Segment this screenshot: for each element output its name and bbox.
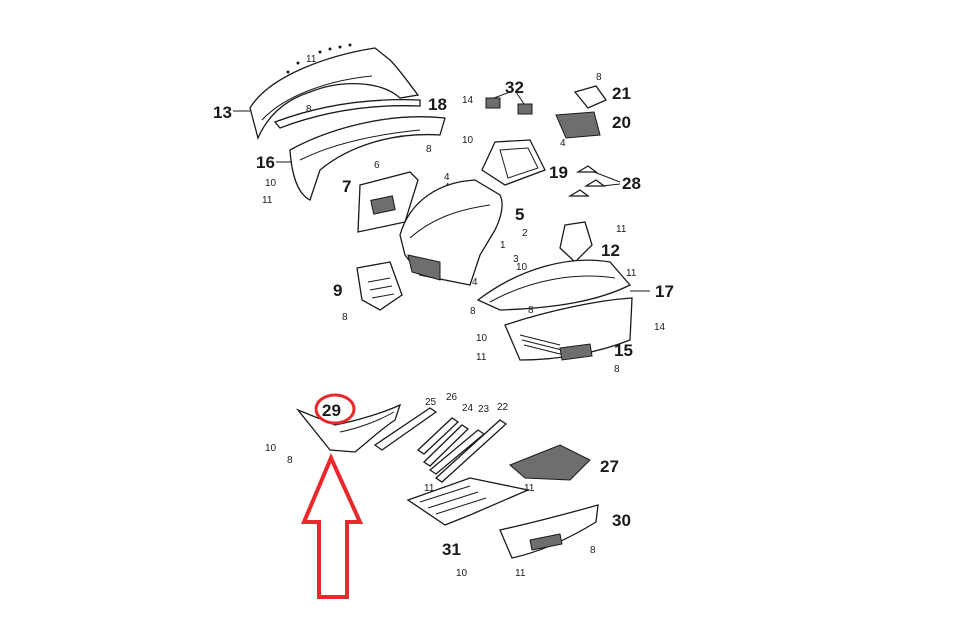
part-19-shape: [481, 139, 546, 186]
label-11d: 11: [626, 268, 637, 279]
label-11e: 11: [476, 352, 487, 363]
part-16-shape: [289, 116, 446, 201]
label-8d: 8: [596, 72, 602, 83]
label-28: 28: [622, 174, 641, 193]
label-8f: 8: [614, 364, 620, 375]
label-24: 24: [462, 403, 474, 414]
label-10e: 10: [265, 443, 277, 454]
label-18: 18: [428, 95, 447, 114]
part-13-shape: [249, 47, 420, 140]
label-7: 7: [342, 177, 351, 196]
label-32: 32: [505, 78, 524, 97]
label-10c: 10: [516, 262, 528, 273]
part-20-shape: [555, 111, 601, 139]
label-23: 23: [478, 404, 490, 415]
part-18-shape: [273, 99, 421, 129]
label-9: 9: [333, 281, 342, 300]
part-12-shape: [559, 221, 593, 263]
part-9-shape: [356, 261, 403, 311]
label-8a: 8: [306, 104, 312, 115]
part-28-shape: [567, 165, 621, 197]
label-12: 12: [601, 241, 620, 260]
part-30-shape: [499, 504, 599, 559]
label-19: 19: [549, 163, 568, 182]
label-15: 15: [614, 341, 633, 360]
part-27-shape: [509, 444, 591, 481]
label-11c: 11: [616, 224, 627, 235]
label-4e: 11: [524, 483, 535, 494]
label-5: 5: [515, 205, 524, 224]
label-10f: 10: [456, 568, 468, 579]
label-10b: 10: [462, 135, 474, 146]
part-31-shape: [406, 477, 531, 526]
label-31: 31: [442, 540, 461, 559]
label-8c: 8: [342, 312, 348, 323]
label-11b: 11: [262, 195, 273, 206]
label-4d: 4: [472, 277, 478, 288]
label-4c: 4: [560, 138, 566, 149]
label-27: 27: [600, 457, 619, 476]
label-11f: 11: [424, 483, 435, 494]
label-11a: 11: [306, 54, 317, 65]
label-11g: 11: [515, 568, 526, 579]
label-25: 25: [425, 397, 437, 408]
highlight-arrow: [300, 453, 364, 599]
label-10a: 10: [265, 178, 277, 189]
label-22: 22: [497, 402, 509, 413]
label-29: 29: [322, 401, 341, 420]
label-3: 3: [513, 254, 519, 265]
label-21: 21: [612, 84, 631, 103]
label-6: 6: [374, 160, 380, 171]
label-13: 13: [213, 103, 232, 122]
label-8e: 8: [470, 306, 476, 317]
screw-row-11-top: [286, 43, 352, 74]
label-16: 16: [256, 153, 275, 172]
part-32-shape: [485, 91, 533, 115]
label-8g: 8: [287, 455, 293, 466]
label-8h: 8: [590, 545, 596, 556]
label-4a: 4: [444, 172, 450, 183]
label-8b: 8: [426, 144, 432, 155]
strips-22-26: [373, 407, 508, 483]
part-5-shape: [399, 179, 503, 286]
label-1: 1: [500, 240, 506, 251]
label-26: 26: [446, 392, 458, 403]
part-17-shape: [476, 259, 632, 311]
part-21-shape: [573, 85, 607, 109]
label-14b: 14: [654, 322, 666, 333]
part-29-shape: [295, 403, 402, 453]
label-2: 2: [522, 228, 528, 239]
highlight-circle: [314, 393, 356, 425]
label-20: 20: [612, 113, 631, 132]
label-10d: 10: [476, 333, 488, 344]
label-30: 30: [612, 511, 631, 530]
part-7-shape: [357, 171, 419, 233]
label-17: 17: [655, 282, 674, 301]
part-15-shape: [504, 297, 633, 361]
label-8i: 8: [528, 305, 534, 316]
label-14a: 14: [462, 95, 474, 106]
